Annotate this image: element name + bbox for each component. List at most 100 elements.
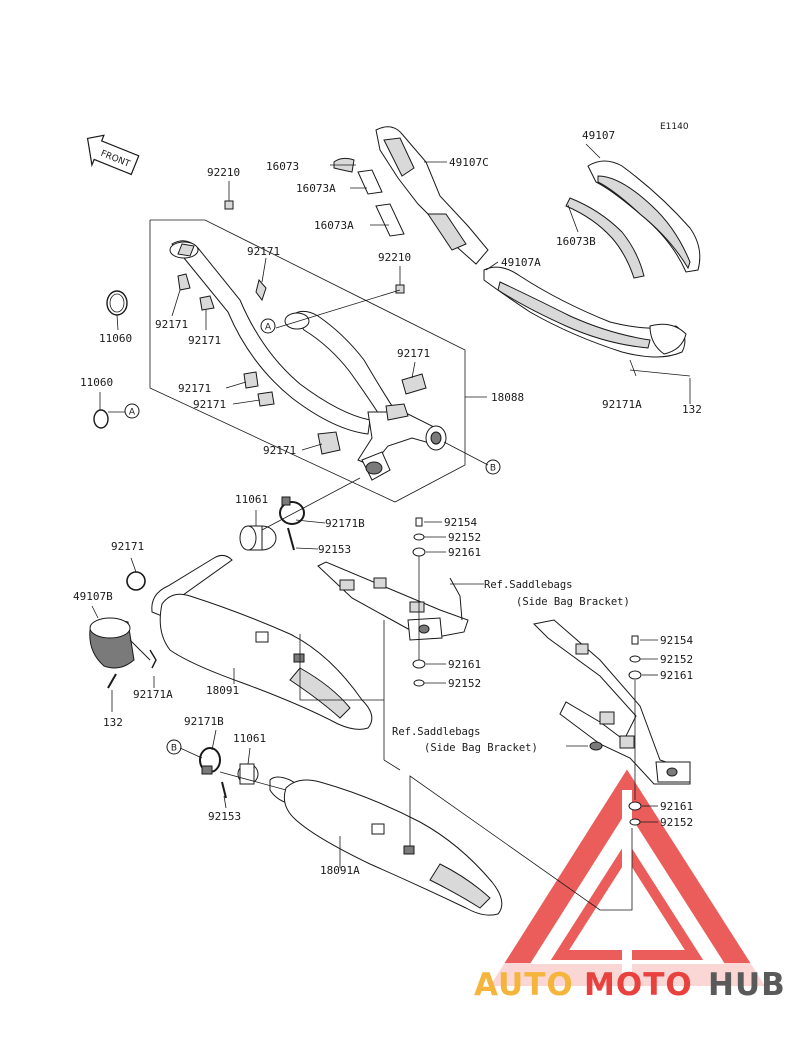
- label-92154-2: 92154: [660, 634, 693, 647]
- connector-11061-upper: [239, 525, 277, 551]
- svg-text:B: B: [490, 464, 496, 474]
- watermark-text-auto: AUTO: [474, 967, 574, 1003]
- label-18091: 18091: [206, 684, 239, 697]
- washer-92152-upper-b: [413, 679, 425, 687]
- label-92161-1: 92161: [448, 546, 481, 559]
- ref-saddlebags-1-line2: (Side Bag Bracket): [516, 596, 630, 608]
- label-92171-4: 92171: [178, 382, 211, 395]
- label-92171-5: 92171: [193, 398, 226, 411]
- bolt-132-left: [107, 673, 117, 689]
- bolt-92154-upper: [415, 517, 423, 527]
- svg-text:B: B: [171, 744, 177, 754]
- svg-text:A: A: [265, 323, 272, 333]
- clamp-92171-c: [199, 295, 215, 311]
- connector-11061-lower: [237, 763, 259, 785]
- clamp-92171-e: [257, 391, 275, 407]
- washer-92152-lower-b: [629, 818, 641, 826]
- bolt-92153-lower: [221, 781, 227, 799]
- clamp-92171-g: [317, 431, 341, 455]
- ref-circle-b-lower: B: [166, 739, 182, 755]
- svg-text:A: A: [129, 408, 136, 418]
- clamp-92171B-upper: [279, 496, 305, 525]
- bolt-92154-lower: [631, 635, 639, 645]
- washer-92161-lower: [628, 670, 642, 680]
- label-132-2: 132: [103, 716, 123, 729]
- label-92152-4: 92152: [660, 816, 693, 829]
- label-92210-1: 92210: [207, 166, 240, 179]
- label-11061-1: 11061: [235, 493, 268, 506]
- clamp-92171-b: [177, 273, 191, 291]
- front-direction-arrow: FRONT: [86, 134, 140, 176]
- label-49107B: 49107B: [73, 590, 113, 603]
- side-bag-bracket-lower: [532, 619, 691, 785]
- label-92171-2: 92171: [155, 318, 188, 331]
- ref-saddlebags-2-line2: (Side Bag Bracket): [424, 742, 538, 754]
- label-92171B-1: 92171B: [325, 517, 365, 530]
- label-92171-8: 92171: [111, 540, 144, 553]
- label-92171A-1: 92171A: [602, 398, 642, 411]
- label-92171-7: 92171: [263, 444, 296, 457]
- side-bag-bracket-upper: [317, 561, 469, 641]
- washer-92161-lower-b: [628, 801, 642, 811]
- muffler-18091A: [269, 776, 503, 916]
- heat-guard-49107: [587, 160, 701, 273]
- gasket-11060-upper: [106, 290, 128, 316]
- label-18088: 18088: [491, 391, 524, 404]
- washer-92161-upper: [412, 547, 426, 557]
- label-49107C: 49107C: [449, 156, 489, 169]
- label-92171-6: 92171: [397, 347, 430, 360]
- heat-guard-49107B: [89, 617, 157, 669]
- clamp-92171-rear-cap: [126, 571, 146, 591]
- nut-92210-front: [224, 200, 234, 210]
- heat-shield-pad-16073A-lower: [375, 203, 405, 237]
- label-92152-2: 92152: [448, 677, 481, 690]
- gasket-11060-lower: [93, 409, 109, 429]
- label-92171-3: 92171: [188, 334, 221, 347]
- nut-92210-rear: [395, 284, 405, 294]
- washer-92152-lower: [629, 655, 641, 663]
- ref-circle-a-upper: A: [260, 318, 276, 334]
- label-92171A-2: 92171A: [133, 688, 173, 701]
- ref-saddlebags-2-line1: Ref.Saddlebags: [392, 726, 481, 738]
- clamp-92171B-lower: [199, 747, 221, 775]
- part-labels: 16073 16073A 16073A 49107C 49107 16073B …: [73, 129, 702, 877]
- heat-guard-49107A: [483, 266, 687, 358]
- label-92152-1: 92152: [448, 531, 481, 544]
- ref-circle-b-upper: B: [485, 459, 501, 475]
- label-11060-1: 11060: [99, 332, 132, 345]
- label-92171-1: 92171: [247, 245, 280, 258]
- label-49107A: 49107A: [501, 256, 541, 269]
- saddlebag-references: Ref.Saddlebags (Side Bag Bracket) Ref.Sa…: [392, 579, 630, 754]
- label-11061-2: 11061: [233, 732, 266, 745]
- clamp-92171-a: [255, 278, 267, 302]
- label-92152-3: 92152: [660, 653, 693, 666]
- heat-shield-pad-16073A-upper: [357, 169, 383, 195]
- heat-guard-49107C: [375, 126, 489, 265]
- clamp-92171-f: [401, 373, 427, 395]
- label-92161-4: 92161: [660, 800, 693, 813]
- label-11060-2: 11060: [80, 376, 113, 389]
- watermark-triangle: [490, 769, 766, 986]
- label-92154-1: 92154: [444, 516, 477, 529]
- washer-92152-upper: [413, 533, 425, 541]
- label-49107: 49107: [582, 129, 615, 142]
- label-18091A: 18091A: [320, 864, 360, 877]
- label-16073B: 16073B: [556, 235, 596, 248]
- ref-saddlebags-1-line1: Ref.Saddlebags: [484, 579, 573, 591]
- watermark-text-hub: HUB: [708, 967, 786, 1003]
- label-92153-1: 92153: [318, 543, 351, 556]
- ref-circle-a-lower: A: [124, 403, 140, 419]
- label-92161-2: 92161: [448, 658, 481, 671]
- label-92161-3: 92161: [660, 669, 693, 682]
- muffler-18091: [151, 554, 373, 730]
- label-132-1: 132: [682, 403, 702, 416]
- leader-lines: [91, 143, 691, 911]
- label-16073A-2: 16073A: [314, 219, 354, 232]
- exhaust-pipe-assembly-18088: [149, 219, 466, 503]
- watermark-logo: AUTO MOTO HUB: [468, 963, 793, 1003]
- washer-92161-upper-b: [412, 659, 426, 669]
- label-92210-2: 92210: [378, 251, 411, 264]
- clamp-92171-d: [243, 371, 259, 389]
- label-16073: 16073: [266, 160, 299, 173]
